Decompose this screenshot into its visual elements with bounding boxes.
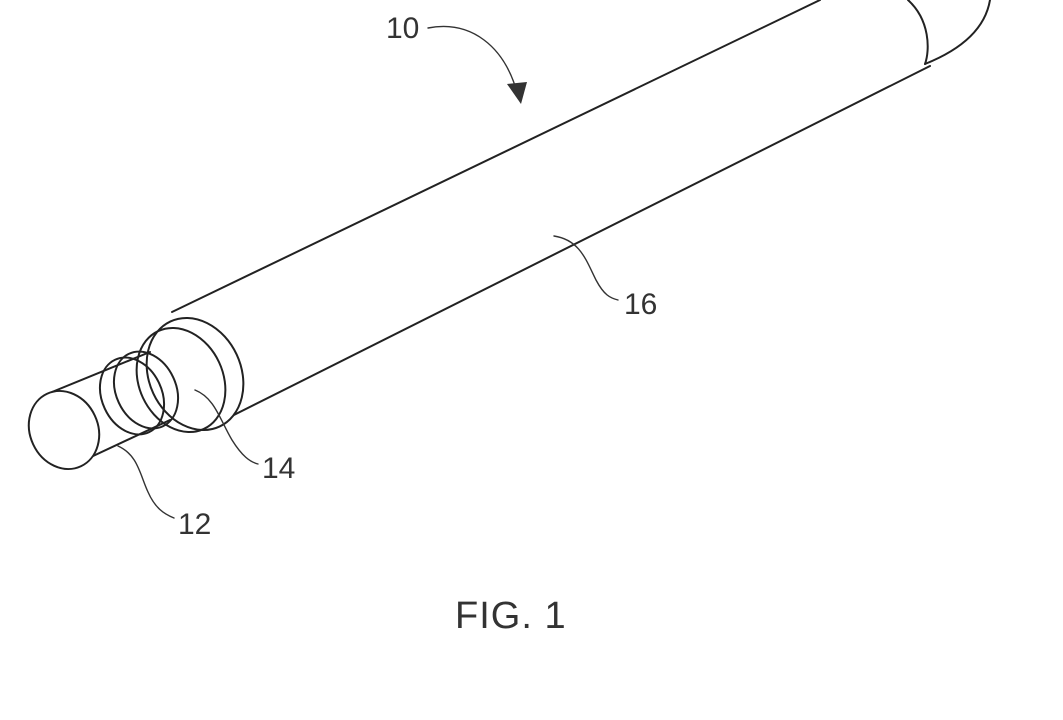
leader-lines [118,27,618,518]
outer-jacket [172,0,990,430]
label-14: 14 [262,452,295,485]
label-16: 16 [624,288,657,321]
arrowhead-icon [507,82,527,104]
core-end-face [16,379,111,480]
label-10: 10 [386,12,419,45]
leader-12 [118,446,174,518]
leader-10 [428,27,518,96]
figure-caption: FIG. 1 [455,595,567,637]
label-12: 12 [178,508,211,541]
leader-16 [554,236,618,300]
